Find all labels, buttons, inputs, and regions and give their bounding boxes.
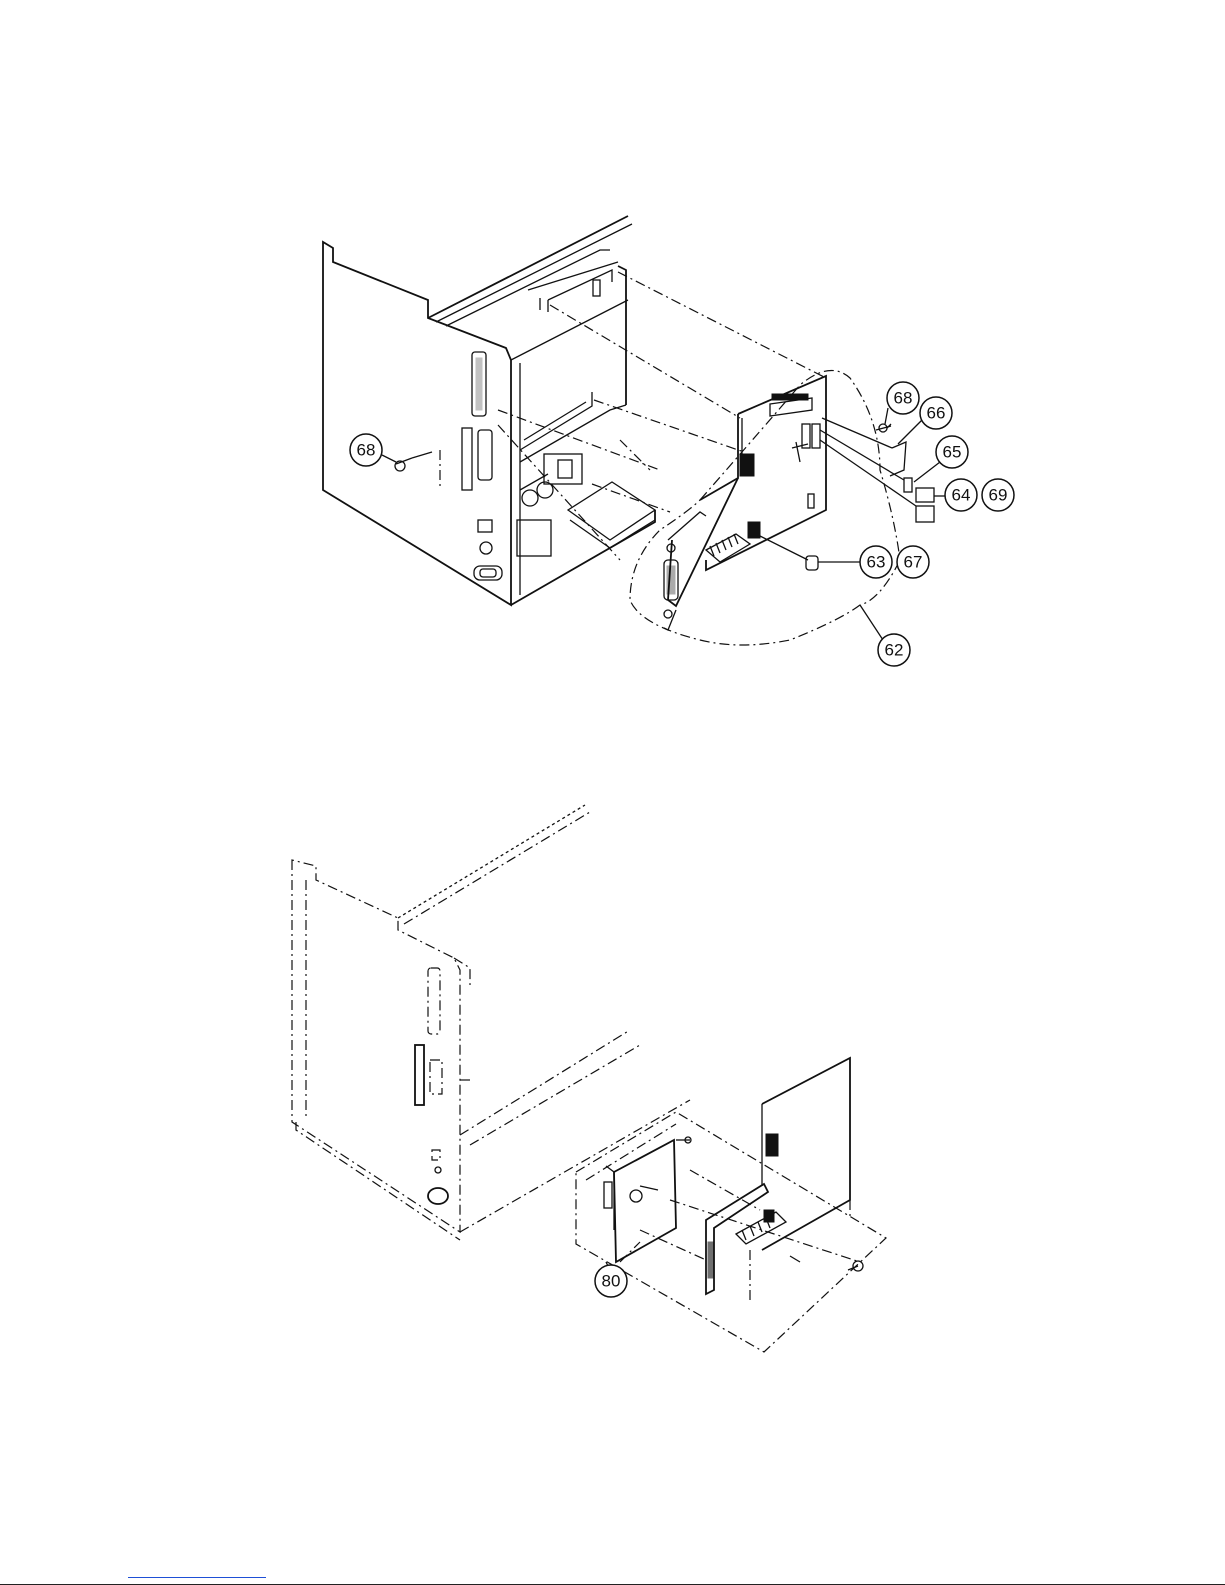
top-callouts: 68 68 66 65 64 69 63 67 62 (350, 382, 1014, 666)
callout-label-80: 80 (602, 1272, 621, 1291)
top-housing-panel (323, 216, 655, 605)
callout-label-64: 64 (952, 486, 971, 505)
callout-label-62: 62 (885, 641, 904, 660)
callout-label-69: 69 (989, 486, 1008, 505)
top-leader-lines (440, 272, 826, 560)
bottom-housing-panel (292, 805, 690, 1240)
callout-label-65: 65 (943, 443, 962, 462)
bottom-assembly: 80 (292, 805, 886, 1352)
callout-label-68-right: 68 (894, 389, 913, 408)
bottom-board-tray (576, 1058, 886, 1352)
footer-link-underline[interactable] (128, 1577, 266, 1578)
top-assembly: 68 68 66 65 64 69 63 67 62 (323, 216, 1014, 666)
callout-label-68-left: 68 (357, 441, 376, 460)
callout-label-63: 63 (867, 553, 886, 572)
top-small-parts (760, 408, 946, 570)
bottom-callouts: 80 (595, 1262, 627, 1297)
callout-label-67: 67 (904, 553, 923, 572)
top-pcb-board (630, 370, 900, 645)
callout-label-66: 66 (927, 404, 946, 423)
